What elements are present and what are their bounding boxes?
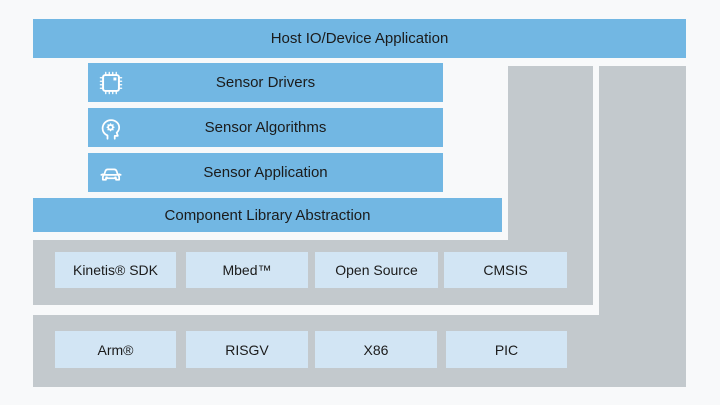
hardware-box-pic: PIC xyxy=(446,331,567,368)
sdk-box-mbed-label: Mbed™ xyxy=(222,262,272,278)
sensor-algorithms-label: Sensor Algorithms xyxy=(204,119,327,136)
component-library-abstraction-label: Component Library Abstraction xyxy=(164,206,371,224)
sensor-application-bar: Sensor Application xyxy=(88,153,443,192)
host-io-device-application-label: Host IO/Device Application xyxy=(270,30,449,47)
car-icon xyxy=(97,159,125,187)
sdk-box-cmsis: CMSIS xyxy=(444,252,567,288)
hardware-box-risgv-label: RISGV xyxy=(225,341,269,358)
sdk-box-kinetis-label: Kinetis® SDK xyxy=(72,262,158,278)
hardware-box-x86: X86 xyxy=(315,331,437,368)
sensor-application-label: Sensor Application xyxy=(203,164,328,181)
hardware-box-x86-label: X86 xyxy=(363,341,389,358)
chip-icon xyxy=(97,69,125,97)
hardware-box-pic-label: PIC xyxy=(494,341,519,358)
sdk-box-mbed: Mbed™ xyxy=(186,252,308,288)
component-library-abstraction-bar: Component Library Abstraction xyxy=(33,198,502,232)
sdk-box-cmsis-label: CMSIS xyxy=(483,262,528,278)
head-gear-icon xyxy=(97,114,125,142)
sensor-drivers-label: Sensor Drivers xyxy=(215,74,316,91)
sdk-box-open-source-label: Open Source xyxy=(335,262,418,278)
hardware-box-arm: Arm® xyxy=(55,331,176,368)
sdk-box-open-source: Open Source xyxy=(315,252,438,288)
hardware-box-risgv: RISGV xyxy=(186,331,308,368)
sensor-algorithms-bar: Sensor Algorithms xyxy=(88,108,443,147)
sensor-drivers-bar: Sensor Drivers xyxy=(88,63,443,102)
hardware-box-arm-label: Arm® xyxy=(97,341,134,358)
host-io-device-application-bar: Host IO/Device Application xyxy=(33,19,686,58)
sdk-box-kinetis: Kinetis® SDK xyxy=(55,252,176,288)
